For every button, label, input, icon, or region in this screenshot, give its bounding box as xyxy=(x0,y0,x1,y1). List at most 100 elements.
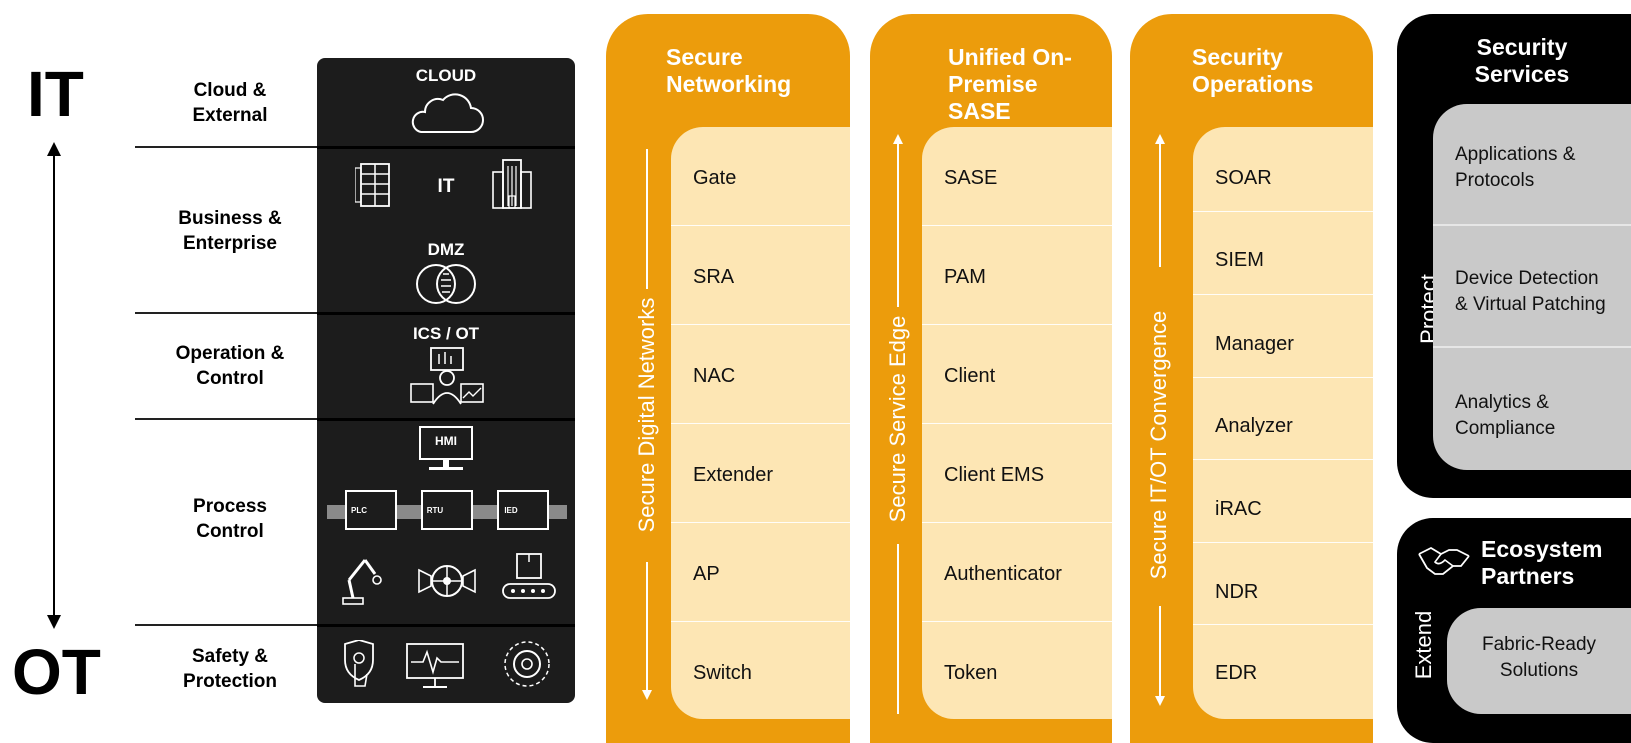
layer-label-process: Process Control xyxy=(193,496,267,542)
layer-label-cloud: Cloud & External xyxy=(192,80,268,126)
list-item: SOAR xyxy=(1215,167,1272,189)
zone-hmi-title: HMI xyxy=(435,434,457,448)
security-services-panel: Security Services Protect Applications &… xyxy=(1397,14,1631,498)
zone-plc-title: PLC xyxy=(351,506,367,515)
list-divider xyxy=(1193,459,1373,460)
list-divider xyxy=(671,621,850,622)
list-divider xyxy=(671,324,850,325)
list-divider xyxy=(922,522,1112,523)
list-divider xyxy=(671,423,850,424)
hmi-stand xyxy=(443,460,449,468)
list-divider xyxy=(922,225,1112,226)
flow-line xyxy=(897,544,899,714)
column-title: Unified On- Premise SASE xyxy=(948,44,1072,124)
column-item-list: Gate SRA NAC Extender AP Switch xyxy=(671,127,850,719)
panel-side-label: Extend xyxy=(1411,610,1436,680)
flow-line xyxy=(646,562,648,692)
list-item: PAM xyxy=(944,266,986,288)
list-item: Client EMS xyxy=(944,464,1045,486)
zone-ied-title: IED xyxy=(504,506,518,515)
axis-arrow-down xyxy=(47,615,61,629)
list-item: AP xyxy=(693,563,720,585)
column-item-list: SOAR SIEM Manager Analyzer iRAC NDR EDR xyxy=(1193,127,1373,719)
axis-line xyxy=(53,152,55,622)
list-item: Client xyxy=(944,365,996,387)
column-security-operations: Security Operations SOAR SIEM Manager An… xyxy=(1130,14,1373,743)
column-side-label: Secure Service Edge xyxy=(885,315,910,523)
layer-label-safety: Safety & Protection xyxy=(183,646,277,692)
ecosystem-list: Fabric-Ready Solutions xyxy=(1447,608,1631,714)
layer-divider xyxy=(135,146,317,148)
shield-touch-icon xyxy=(344,640,374,687)
layer-divider xyxy=(135,418,317,420)
valve-icon xyxy=(418,565,476,597)
ecosystem-partners-panel: Ecosystem Partners Extend Fabric-Ready S… xyxy=(1397,518,1631,743)
list-item: SIEM xyxy=(1215,249,1264,271)
flow-arrow-down xyxy=(1155,696,1165,706)
zone-cloud-title: CLOUD xyxy=(415,66,477,85)
handshake-icon xyxy=(1418,546,1470,575)
list-item: SRA xyxy=(693,266,735,288)
list-divider xyxy=(1193,211,1373,212)
hmi-base xyxy=(429,467,463,470)
zone-rtu-title: RTU xyxy=(426,506,444,515)
list-item: Token xyxy=(944,662,998,684)
office-building-icon xyxy=(492,159,532,209)
stack-divider xyxy=(317,312,575,315)
layer-label-business: Business & Enterprise xyxy=(178,208,282,254)
layer-divider xyxy=(135,312,317,314)
column-side-label: Secure Digital Networks xyxy=(634,297,659,533)
list-divider xyxy=(922,621,1112,622)
list-divider xyxy=(1193,294,1373,295)
list-divider xyxy=(671,522,850,523)
list-item: NAC xyxy=(693,365,736,387)
list-item: EDR xyxy=(1215,662,1258,684)
list-item: Manager xyxy=(1215,333,1294,355)
stack-divider xyxy=(317,624,575,627)
flow-line xyxy=(1159,606,1161,698)
hmi-screen-icon xyxy=(419,426,473,460)
list-divider xyxy=(922,423,1112,424)
panel-title: Security Services xyxy=(1474,34,1570,87)
robot-arm-icon xyxy=(342,559,382,605)
column-title: Security Operations xyxy=(1192,44,1314,97)
panel-title: Ecosystem Partners xyxy=(1481,536,1603,589)
axis-it-label: IT xyxy=(27,58,84,130)
column-secure-networking: Secure Networking Gate SRA NAC Extender … xyxy=(606,14,850,743)
column-unified-sase: Unified On- Premise SASE SASE PAM Client… xyxy=(870,14,1112,743)
stack-divider xyxy=(317,146,575,149)
flow-line xyxy=(1159,142,1161,267)
list-divider xyxy=(922,324,1112,325)
server-rack-icon xyxy=(355,163,390,207)
list-item: Switch xyxy=(693,662,752,684)
gear-cycle-icon xyxy=(504,641,550,687)
dmz-venn-icon xyxy=(416,264,476,304)
cloud-icon xyxy=(411,93,484,133)
column-title: Secure Networking xyxy=(666,44,792,97)
list-divider xyxy=(1193,624,1373,625)
list-divider xyxy=(1433,346,1631,348)
flow-arrow-up xyxy=(1155,134,1165,144)
column-side-label: Secure IT/OT Convergence xyxy=(1146,310,1171,580)
plc-device-icon xyxy=(345,490,397,530)
operator-workstation-icon xyxy=(410,347,484,405)
zone-it-title: IT xyxy=(437,176,455,197)
flow-arrow-up xyxy=(893,134,903,144)
conveyor-box-icon xyxy=(502,553,556,599)
zone-dmz-title: DMZ xyxy=(427,240,465,259)
list-divider xyxy=(1433,224,1631,226)
list-item: Gate xyxy=(693,167,737,189)
list-item: Analytics & Compliance xyxy=(1455,392,1556,439)
rtu-device-icon xyxy=(421,490,473,530)
list-item: iRAC xyxy=(1215,498,1262,520)
flow-line xyxy=(646,149,648,289)
layer-divider xyxy=(135,624,317,626)
stack-divider xyxy=(317,418,575,421)
architecture-stack: CLOUD IT DMZ ICS / OT xyxy=(317,58,575,703)
list-divider xyxy=(671,225,850,226)
flow-line xyxy=(897,142,899,307)
ied-device-icon xyxy=(497,490,549,530)
list-item: Extender xyxy=(693,464,774,486)
services-list: Applications & Protocols Device Detectio… xyxy=(1433,104,1631,470)
list-item: Device Detection & Virtual Patching xyxy=(1455,268,1606,315)
